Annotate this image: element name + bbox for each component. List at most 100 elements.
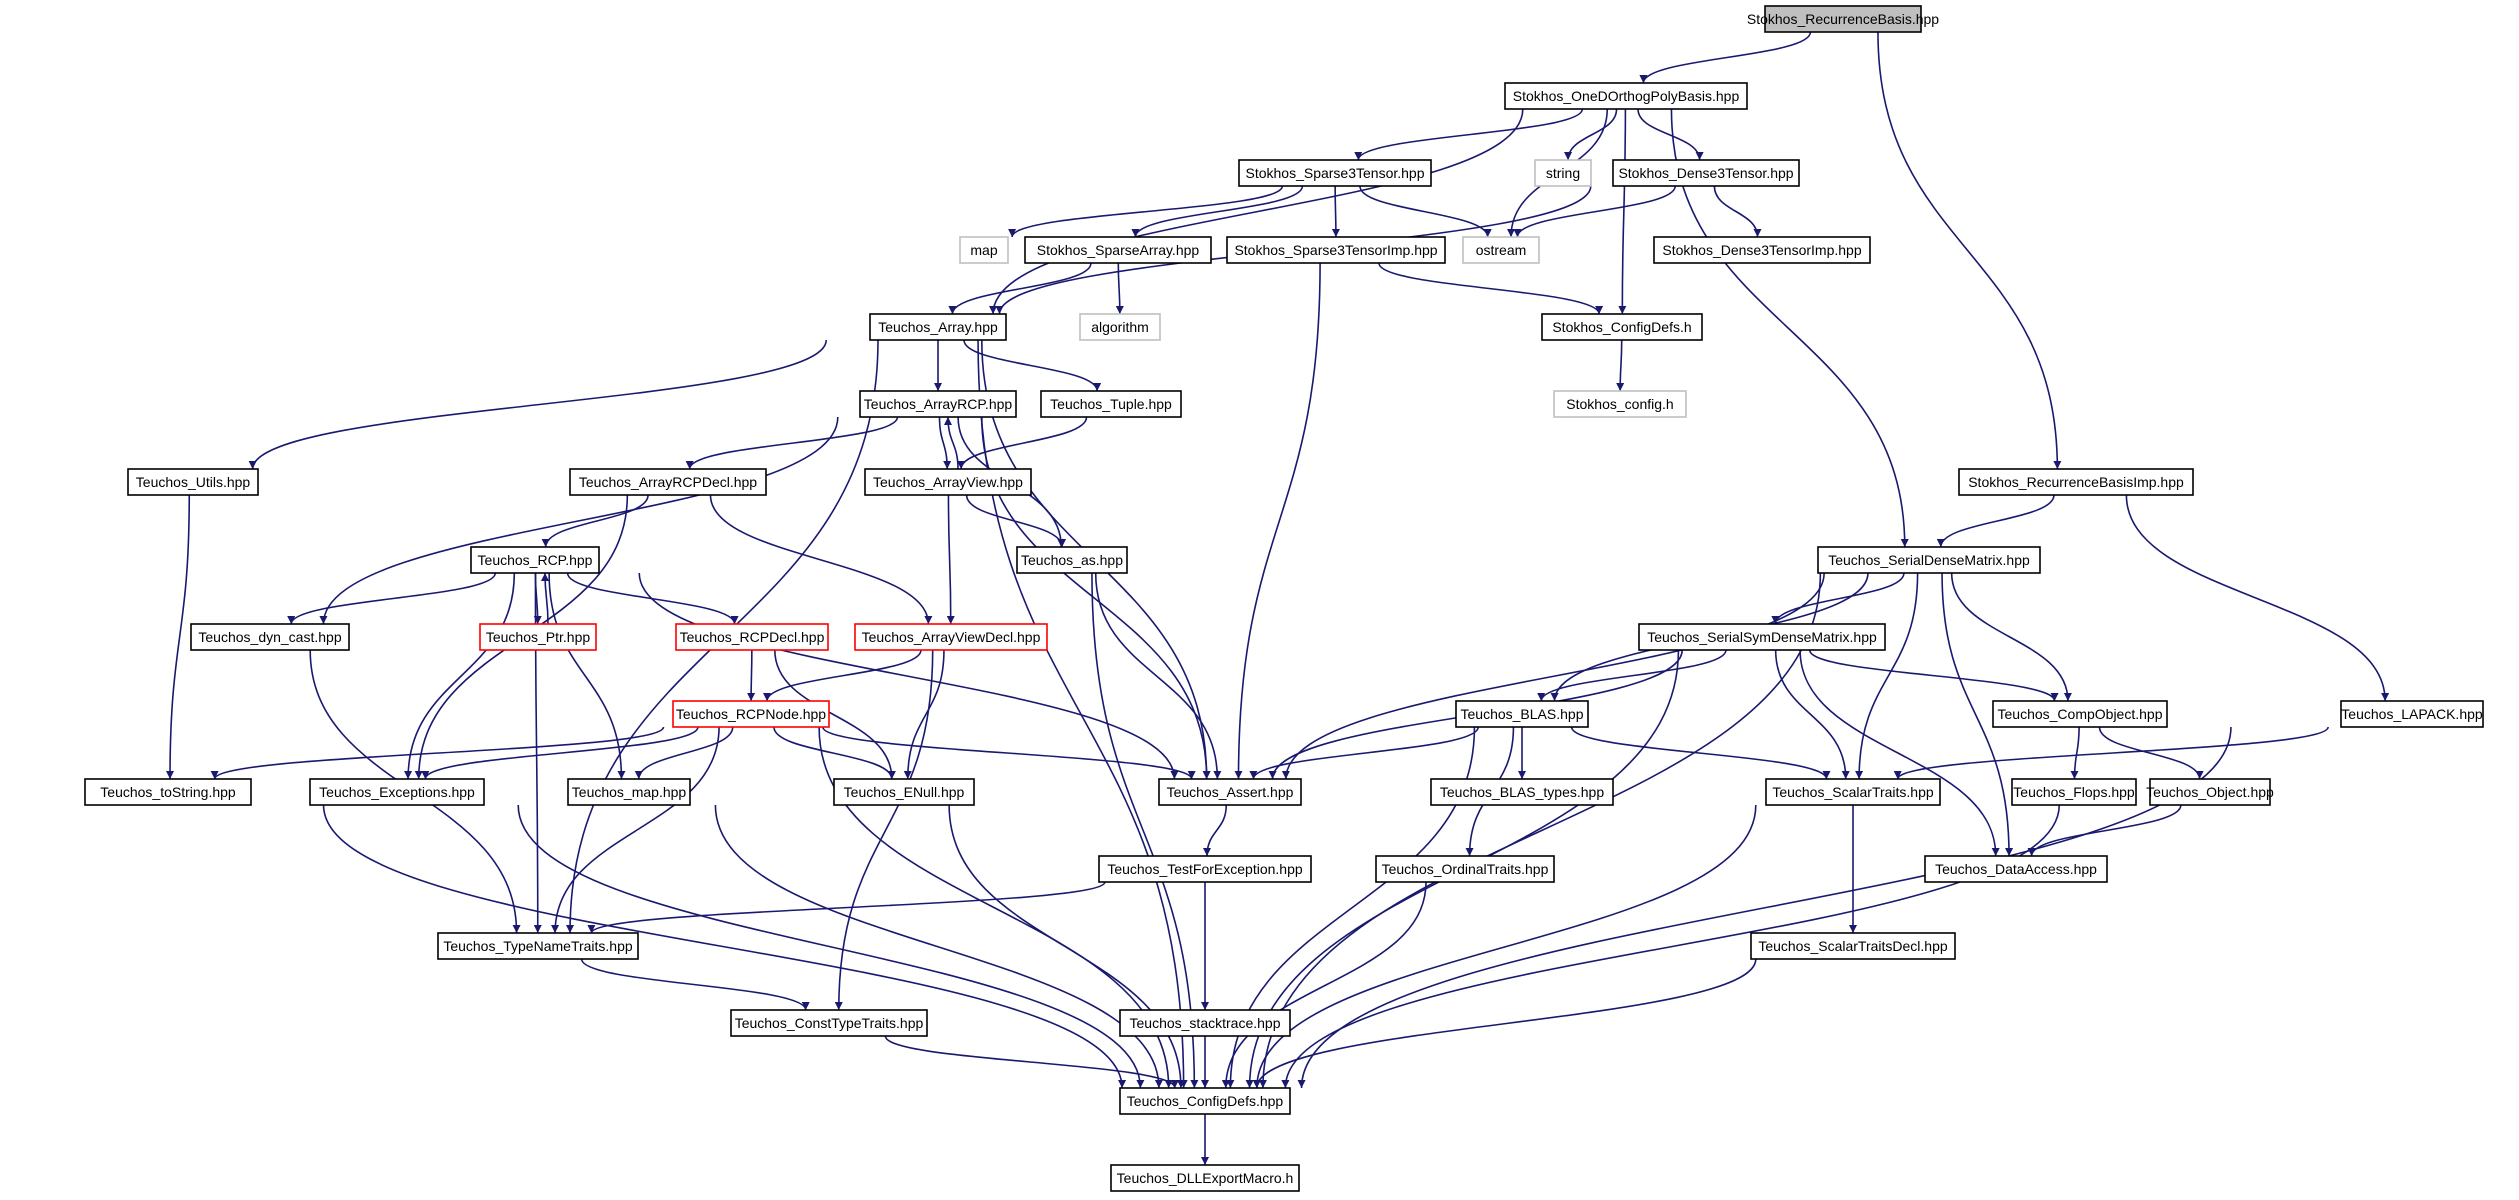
node-assert[interactable]: Teuchos_Assert.hpp bbox=[1158, 778, 1302, 806]
edge-line bbox=[989, 108, 1524, 315]
edge-line bbox=[1618, 108, 1627, 315]
node-consttype[interactable]: Teuchos_ConstTypeTraits.hpp bbox=[730, 1009, 928, 1037]
edge-line bbox=[1513, 185, 1677, 238]
node-typename[interactable]: Teuchos_TypeNameTraits.hpp bbox=[437, 932, 639, 960]
node-label: map bbox=[970, 242, 997, 258]
node-box bbox=[1765, 778, 1941, 806]
node-dense3[interactable]: Stokhos_Dense3Tensor.hpp bbox=[1612, 159, 1800, 187]
node-sparsearray[interactable]: Stokhos_SparseArray.hpp bbox=[1024, 236, 1212, 264]
node-rcp[interactable]: Teuchos_RCP.hpp bbox=[470, 546, 600, 574]
node-label: Teuchos_toString.hpp bbox=[100, 784, 236, 800]
node-label: Stokhos_config.h bbox=[1566, 396, 1673, 412]
edge-line bbox=[747, 649, 756, 702]
node-ordinal[interactable]: Teuchos_OrdinalTraits.hpp bbox=[1375, 855, 1555, 883]
edge-line bbox=[248, 339, 828, 470]
node-box bbox=[1504, 82, 1748, 110]
edge-ordinal-to-teuchosconfigdefs bbox=[1221, 881, 1427, 1089]
node-ptr[interactable]: Teuchos_Ptr.hpp bbox=[479, 623, 597, 651]
edge-recbasisimp-to-serialdense bbox=[1936, 494, 2055, 548]
edge-line bbox=[1258, 572, 1822, 1089]
node-stacktrace[interactable]: Teuchos_stacktrace.hpp bbox=[1119, 1009, 1291, 1037]
node-as[interactable]: Teuchos_as.hpp bbox=[1016, 546, 1128, 574]
node-tostring[interactable]: Teuchos_toString.hpp bbox=[84, 778, 252, 806]
node-box bbox=[190, 623, 350, 651]
node-label: Teuchos_LAPACK.hpp bbox=[2341, 706, 2483, 722]
node-object[interactable]: Teuchos_Object.hpp bbox=[2146, 778, 2274, 806]
node-box bbox=[859, 390, 1017, 418]
edge-serialsym-to-compobject bbox=[1808, 649, 2059, 702]
node-box bbox=[959, 236, 1009, 264]
node-utils[interactable]: Teuchos_Utils.hpp bbox=[127, 468, 259, 496]
edge-line bbox=[1855, 572, 1919, 780]
edge-line bbox=[1234, 262, 1321, 780]
edge-line bbox=[944, 416, 959, 470]
node-scalartraits[interactable]: Teuchos_ScalarTraits.hpp bbox=[1765, 778, 1941, 806]
edge-line bbox=[1537, 649, 1727, 702]
node-label: Stokhos_OneDOrthogPolyBasis.hpp bbox=[1513, 88, 1740, 104]
node-enull[interactable]: Teuchos_ENull.hpp bbox=[833, 778, 975, 806]
edge-arrayrcpdecl-to-rcp bbox=[541, 494, 649, 548]
node-rcpdecl[interactable]: Teuchos_RCPDecl.hpp bbox=[675, 623, 829, 651]
node-label: Teuchos_as.hpp bbox=[1021, 552, 1123, 568]
edge-sparse3-to-map bbox=[1008, 185, 1284, 238]
node-teuchosconfigdefs[interactable]: Teuchos_ConfigDefs.hpp bbox=[1119, 1087, 1291, 1115]
node-box bbox=[1016, 546, 1128, 574]
node-sparse3[interactable]: Stokhos_Sparse3Tensor.hpp bbox=[1238, 159, 1432, 187]
edge-line bbox=[541, 494, 649, 548]
edge-stokhosconfigdefs-to-stokhosconfig bbox=[1616, 339, 1625, 392]
node-box bbox=[84, 778, 252, 806]
node-lapack[interactable]: Teuchos_LAPACK.hpp bbox=[2340, 700, 2484, 728]
node-arrayview[interactable]: Teuchos_ArrayView.hpp bbox=[864, 468, 1032, 496]
edge-serialdense-to-serialsym bbox=[1771, 572, 1905, 625]
edge-line bbox=[1771, 572, 1905, 625]
node-label: Teuchos_CompObject.hpp bbox=[1998, 706, 2163, 722]
edge-tmap-to-teuchosconfigdefs bbox=[714, 804, 1163, 1089]
node-arrayviewdecl[interactable]: Teuchos_ArrayViewDecl.hpp bbox=[854, 623, 1048, 651]
node-box bbox=[567, 778, 691, 806]
edge-arrayrcpdecl-to-arrayviewdecl bbox=[709, 494, 933, 625]
node-scalardecl[interactable]: Teuchos_ScalarTraitsDecl.hpp bbox=[1750, 932, 1956, 960]
node-tmap[interactable]: Teuchos_map.hpp bbox=[567, 778, 691, 806]
node-blas[interactable]: Teuchos_BLAS.hpp bbox=[1455, 700, 1589, 728]
edge-line bbox=[1774, 649, 1850, 780]
edge-line bbox=[1950, 572, 2072, 702]
node-box bbox=[1040, 390, 1182, 418]
node-oned[interactable]: Stokhos_OneDOrthogPolyBasis.hpp bbox=[1504, 82, 1748, 110]
node-label: Teuchos_Object.hpp bbox=[2146, 784, 2274, 800]
node-serialdense[interactable]: Teuchos_SerialDenseMatrix.hpp bbox=[1817, 546, 2041, 574]
node-exceptions[interactable]: Teuchos_Exceptions.hpp bbox=[309, 778, 485, 806]
node-dense3imp[interactable]: Stokhos_Dense3TensorImp.hpp bbox=[1653, 236, 1871, 264]
node-recbasisimp[interactable]: Stokhos_RecurrenceBasisImp.hpp bbox=[1958, 468, 2194, 496]
node-box bbox=[127, 468, 259, 496]
node-compobject[interactable]: Teuchos_CompObject.hpp bbox=[1992, 700, 2168, 728]
node-label: Teuchos_SerialSymDenseMatrix.hpp bbox=[1647, 629, 1877, 645]
node-flops[interactable]: Teuchos_Flops.hpp bbox=[2011, 778, 2137, 806]
node-arrayrcp[interactable]: Teuchos_ArrayRCP.hpp bbox=[859, 390, 1017, 418]
node-serialsym[interactable]: Teuchos_SerialSymDenseMatrix.hpp bbox=[1638, 623, 1886, 651]
node-box bbox=[1455, 700, 1589, 728]
edge-serialdense-to-teuchosconfigdefs bbox=[1258, 572, 1822, 1089]
edge-rcpnode-to-enull bbox=[773, 726, 896, 780]
node-sparse3imp[interactable]: Stokhos_Sparse3TensorImp.hpp bbox=[1226, 236, 1446, 264]
edge-line bbox=[517, 804, 1145, 1089]
edge-as-to-assert bbox=[1094, 572, 1222, 780]
node-testforexc[interactable]: Teuchos_TestForException.hpp bbox=[1098, 855, 1312, 883]
edge-lapack-to-scalartraits bbox=[1893, 726, 2329, 780]
edge-line bbox=[714, 804, 1163, 1089]
node-label: Teuchos_Exceptions.hpp bbox=[319, 784, 475, 800]
node-box bbox=[675, 623, 829, 651]
node-tuple[interactable]: Teuchos_Tuple.hpp bbox=[1040, 390, 1182, 418]
edge-ptr-to-rcp bbox=[541, 572, 550, 625]
node-array[interactable]: Teuchos_Array.hpp bbox=[869, 313, 1007, 341]
node-label: Teuchos_RCPNode.hpp bbox=[676, 706, 826, 722]
node-dllexport[interactable]: Teuchos_DLLExportMacro.h bbox=[1110, 1164, 1300, 1192]
node-rcpnode[interactable]: Teuchos_RCPNode.hpp bbox=[672, 700, 830, 728]
node-blastypes[interactable]: Teuchos_BLAS_types.hpp bbox=[1430, 778, 1614, 806]
node-stokhosconfigdefs[interactable]: Stokhos_ConfigDefs.h bbox=[1541, 313, 1703, 341]
node-dyncast[interactable]: Teuchos_dyn_cast.hpp bbox=[190, 623, 350, 651]
node-arrayrcpdecl[interactable]: Teuchos_ArrayRCPDecl.hpp bbox=[569, 468, 767, 496]
node-box bbox=[1110, 1164, 1300, 1192]
edge-line bbox=[963, 339, 1102, 392]
node-label: Teuchos_TestForException.hpp bbox=[1107, 861, 1303, 877]
node-dataaccess[interactable]: Teuchos_DataAccess.hpp bbox=[1924, 855, 2108, 883]
